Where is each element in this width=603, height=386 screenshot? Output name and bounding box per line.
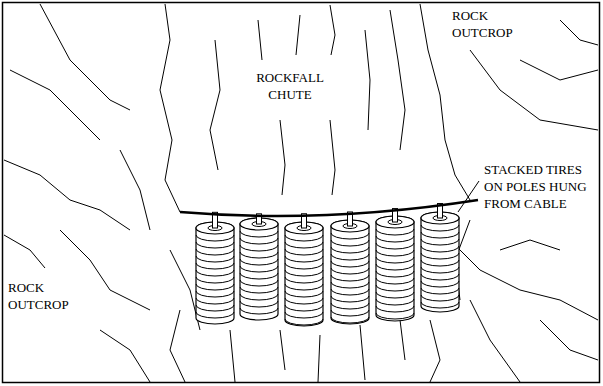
tire-stack [285,214,323,326]
tire-stack [240,214,278,320]
tire-stack [331,212,369,324]
area-label: ROCK OUTCROP [452,8,524,42]
tire-stack [196,212,234,324]
tire-stack [421,204,459,312]
tire-stacks [196,204,459,326]
area-label: ROCKFALL CHUTE [238,70,342,104]
frame [3,3,600,383]
leader-line [458,181,479,212]
callout-label: STACKED TIRES ON POLES HUNG FROM CABLE [484,162,597,213]
rock-cracks [4,4,598,382]
area-label: ROCK OUTCROP [8,280,80,314]
cable [180,200,478,216]
tire-stack [376,209,414,321]
